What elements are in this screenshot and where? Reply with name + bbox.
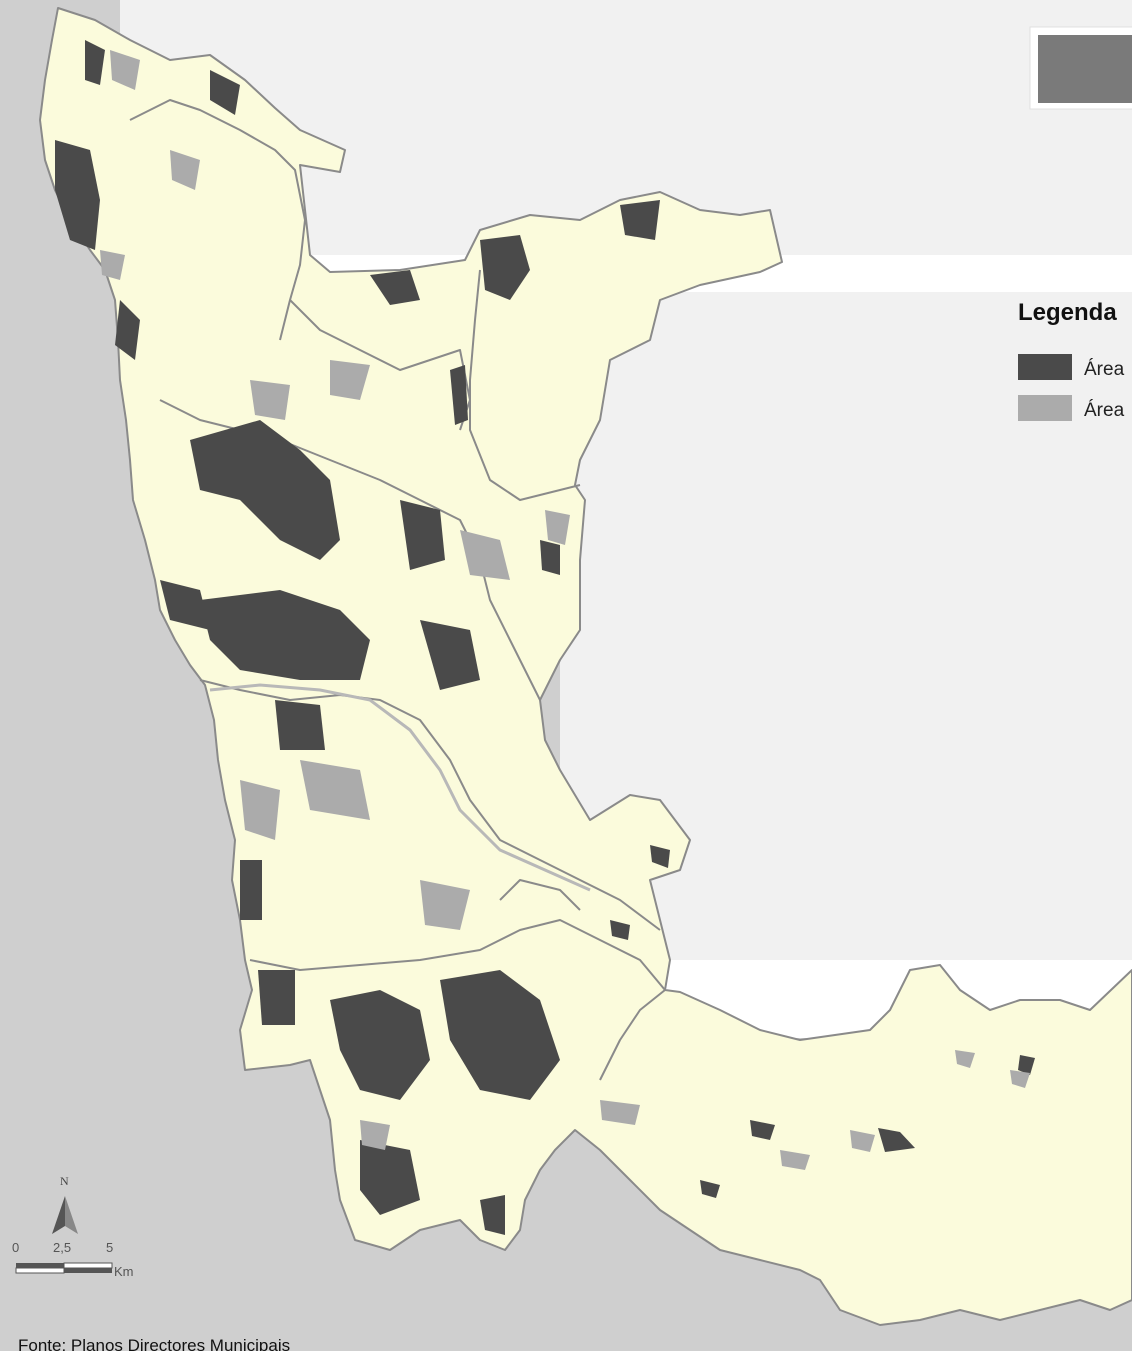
light-area <box>300 760 370 820</box>
legend-label-dark: Área <box>1084 359 1125 380</box>
light-area <box>240 780 280 840</box>
river-line <box>209 683 591 892</box>
dark-area <box>85 40 105 85</box>
municipal-boundary <box>129 99 306 341</box>
scale-tick-0: 0 <box>12 1240 19 1255</box>
scale-segment-light <box>63 1262 113 1269</box>
legend-swatch-light <box>1018 395 1072 421</box>
north-label: N <box>60 1174 69 1188</box>
municipal-boundary <box>469 269 581 501</box>
light-area <box>360 1120 390 1150</box>
scale-segment-light-lower <box>15 1267 65 1274</box>
dark-area <box>55 140 100 250</box>
light-area <box>545 510 570 545</box>
scale-segment-dark-lower <box>64 1268 112 1273</box>
dark-areas-layer <box>55 40 1035 1235</box>
light-area <box>100 250 125 280</box>
light-area <box>780 1150 810 1170</box>
dark-area <box>650 845 670 868</box>
dark-area <box>878 1128 915 1152</box>
municipal-boundary <box>249 919 666 991</box>
light-area <box>420 880 470 930</box>
scale-bar: 0 2,5 5 Km <box>12 1240 134 1279</box>
dark-area <box>240 860 262 920</box>
north-arrow-left-icon <box>52 1196 65 1234</box>
legend-label-light: Área <box>1084 400 1125 421</box>
light-area <box>250 380 290 420</box>
dark-area <box>480 235 530 300</box>
municipal-boundary <box>599 989 666 1081</box>
scale-tick-2: 5 <box>106 1240 113 1255</box>
dark-area <box>360 1140 420 1215</box>
scale-segment-dark <box>16 1263 64 1268</box>
dark-area <box>330 990 430 1100</box>
light-area <box>955 1050 975 1068</box>
light-area <box>460 530 510 580</box>
legend-title: Legenda <box>1018 299 1117 326</box>
dark-area <box>190 420 340 560</box>
scale-tick-1: 2,5 <box>53 1240 71 1255</box>
north-arrow: N <box>52 1174 78 1234</box>
dark-area <box>440 970 560 1100</box>
municipal-boundary <box>499 879 581 911</box>
municipal-boundary <box>289 299 471 431</box>
dark-area <box>400 500 445 570</box>
light-area <box>110 50 140 90</box>
north-arrow-right-icon <box>65 1196 78 1234</box>
light-area <box>330 360 370 400</box>
dark-area <box>540 540 560 575</box>
light-area <box>850 1130 875 1152</box>
dark-area <box>700 1180 720 1198</box>
dark-area <box>620 200 660 240</box>
scale-unit: Km <box>114 1264 134 1279</box>
legend: Legenda Área Área <box>1018 299 1125 421</box>
light-areas-layer <box>100 50 1030 1170</box>
land-mass <box>39 7 1132 1326</box>
dark-area <box>210 70 240 115</box>
dark-area <box>480 1195 505 1235</box>
dark-area <box>610 920 630 940</box>
dark-area <box>275 700 325 750</box>
light-area <box>600 1100 640 1125</box>
light-area <box>170 150 200 190</box>
dark-area <box>200 590 370 680</box>
light-area <box>1010 1070 1030 1088</box>
dark-area <box>160 580 210 630</box>
dark-area <box>450 365 468 425</box>
inset-box <box>1038 35 1132 103</box>
dark-area <box>115 300 140 360</box>
dark-area <box>370 270 420 305</box>
dark-area <box>1018 1055 1035 1075</box>
legend-swatch-dark <box>1018 354 1072 380</box>
municipal-boundary <box>199 679 661 931</box>
dark-area <box>750 1120 775 1140</box>
dark-area <box>258 970 295 1025</box>
dark-area <box>420 620 480 690</box>
source-note: Fonte: Planos Directores Municipais <box>18 1336 290 1351</box>
